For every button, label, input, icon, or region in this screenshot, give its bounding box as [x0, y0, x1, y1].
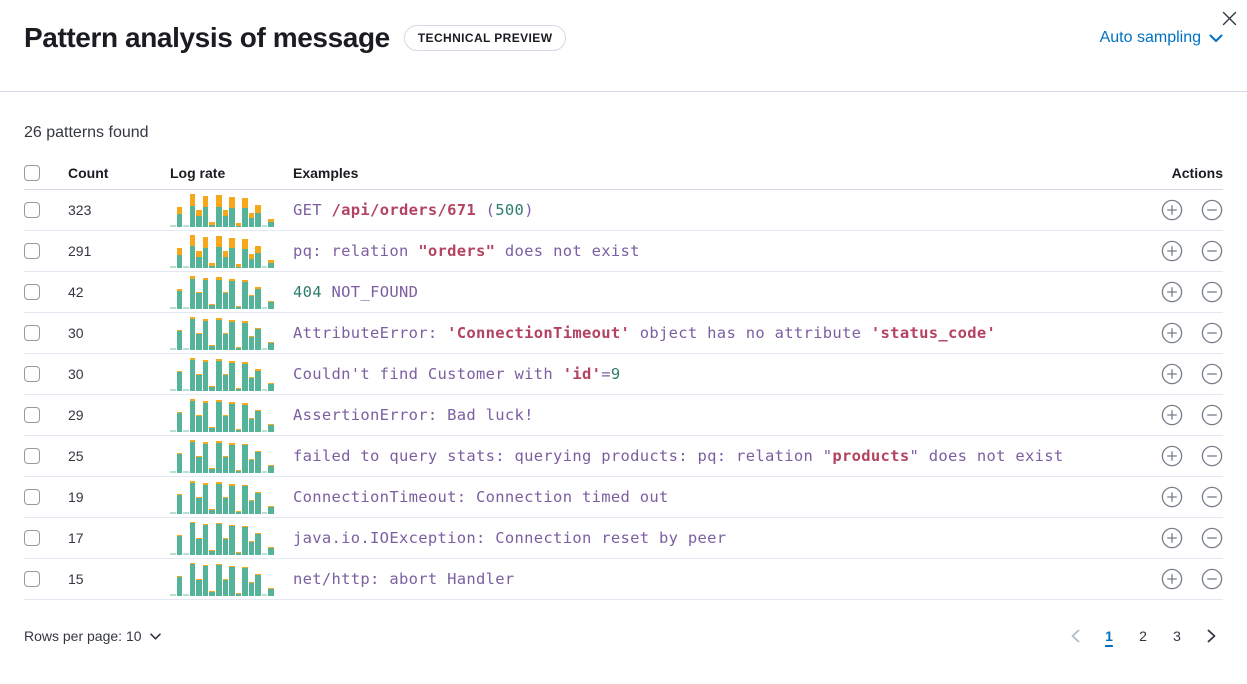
column-header-examples: Examples [293, 164, 359, 181]
filter-out-minus-icon[interactable] [1201, 281, 1223, 303]
row-checkbox[interactable] [24, 571, 40, 587]
example-pattern-text: GET /api/orders/671 (500) [293, 201, 534, 219]
row-checkbox[interactable] [24, 243, 40, 259]
table-row: 42 404 NOT_FOUND [24, 272, 1223, 313]
count-value: 291 [68, 243, 92, 259]
filter-out-minus-icon[interactable] [1201, 199, 1223, 221]
filter-in-plus-icon[interactable] [1161, 199, 1183, 221]
chevron-down-icon [1209, 34, 1223, 42]
log-rate-sparkline [170, 275, 274, 309]
row-checkbox[interactable] [24, 366, 40, 382]
flyout-header: Pattern analysis of message TECHNICAL PR… [0, 0, 1247, 54]
page-number-1[interactable]: 1 [1097, 624, 1121, 648]
count-value: 323 [68, 202, 92, 218]
filter-out-minus-icon[interactable] [1201, 486, 1223, 508]
count-value: 25 [68, 448, 84, 464]
log-rate-sparkline [170, 193, 274, 227]
header-divider [0, 91, 1247, 92]
sampling-dropdown[interactable]: Auto sampling [1100, 29, 1223, 47]
page-number-3[interactable]: 3 [1165, 624, 1189, 648]
row-checkbox[interactable] [24, 325, 40, 341]
column-header-count: Count [68, 164, 109, 181]
example-pattern-text: 404 NOT_FOUND [293, 283, 419, 301]
filter-in-plus-icon[interactable] [1161, 486, 1183, 508]
log-rate-sparkline [170, 357, 274, 391]
table-row: 17 java.io.IOException: Connection reset … [24, 518, 1223, 559]
patterns-table: Count Log rate Examples Actions 323 GET /… [24, 156, 1223, 600]
filter-in-plus-icon[interactable] [1161, 568, 1183, 590]
example-pattern-text: ConnectionTimeout: Connection timed out [293, 488, 669, 506]
content: 26 patterns found Count Log rate Example… [0, 124, 1247, 648]
next-page-icon[interactable] [1199, 624, 1223, 648]
count-value: 30 [68, 366, 84, 382]
filter-in-plus-icon[interactable] [1161, 281, 1183, 303]
sampling-label: Auto sampling [1099, 29, 1201, 46]
row-checkbox[interactable] [24, 489, 40, 505]
filter-out-minus-icon[interactable] [1201, 240, 1223, 262]
table-row: 323 GET /api/orders/671 (500) [24, 190, 1223, 231]
count-value: 17 [68, 530, 84, 546]
rows-per-page-button[interactable]: Rows per page: 10 [24, 628, 161, 644]
row-checkbox[interactable] [24, 284, 40, 300]
filter-in-plus-icon[interactable] [1161, 404, 1183, 426]
patterns-found-summary: 26 patterns found [24, 124, 149, 141]
log-rate-sparkline [170, 480, 274, 514]
log-rate-sparkline [170, 521, 274, 555]
table-body: 323 GET /api/orders/671 (500) 291 pq: relat… [24, 190, 1223, 600]
example-pattern-text: net/http: abort Handler [293, 570, 515, 588]
row-checkbox[interactable] [24, 448, 40, 464]
filter-out-minus-icon[interactable] [1201, 527, 1223, 549]
filter-in-plus-icon[interactable] [1161, 363, 1183, 385]
count-value: 30 [68, 325, 84, 341]
example-pattern-text: pq: relation "orders" does not exist [293, 242, 640, 260]
example-pattern-text: java.io.IOException: Connection reset by… [293, 529, 727, 547]
count-value: 15 [68, 571, 84, 587]
log-rate-sparkline [170, 562, 274, 596]
count-value: 29 [68, 407, 84, 423]
column-header-log-rate: Log rate [170, 164, 226, 181]
filter-out-minus-icon[interactable] [1201, 404, 1223, 426]
table-row: 15 net/http: abort Handler [24, 559, 1223, 600]
count-value: 19 [68, 489, 84, 505]
select-all-checkbox[interactable] [24, 164, 40, 181]
log-rate-sparkline [170, 439, 274, 473]
column-header-actions: Actions [1171, 164, 1223, 181]
filter-out-minus-icon[interactable] [1201, 322, 1223, 344]
log-rate-sparkline [170, 316, 274, 350]
count-value: 42 [68, 284, 84, 300]
table-row: 30 AttributeError: 'ConnectionTimeout' ob… [24, 313, 1223, 354]
example-pattern-text: Couldn't find Customer with 'id'=9 [293, 365, 621, 383]
close-icon[interactable] [1217, 6, 1241, 30]
log-rate-sparkline [170, 398, 274, 432]
example-pattern-text: AssertionError: Bad luck! [293, 406, 534, 424]
example-pattern-text: AttributeError: 'ConnectionTimeout' obje… [293, 324, 997, 342]
chevron-down-icon [149, 632, 161, 640]
filter-out-minus-icon[interactable] [1201, 363, 1223, 385]
filter-in-plus-icon[interactable] [1161, 445, 1183, 467]
table-row: 29 AssertionError: Bad luck! [24, 395, 1223, 436]
rows-per-page-label: Rows per page: 10 [24, 628, 142, 644]
filter-out-minus-icon[interactable] [1201, 568, 1223, 590]
log-rate-sparkline [170, 234, 274, 268]
table-row: 30 Couldn't find Customer with 'id'=9 [24, 354, 1223, 395]
page-number-2[interactable]: 2 [1131, 624, 1155, 648]
table-row: 25 failed to query stats: querying produc… [24, 436, 1223, 477]
filter-in-plus-icon[interactable] [1161, 240, 1183, 262]
page-title: Pattern analysis of message [24, 22, 390, 53]
table-row: 291 pq: relation "orders" does not exist [24, 231, 1223, 272]
row-checkbox[interactable] [24, 530, 40, 546]
filter-in-plus-icon[interactable] [1161, 527, 1183, 549]
technical-preview-badge: TECHNICAL PREVIEW [403, 25, 567, 51]
table-header-row: Count Log rate Examples Actions [24, 156, 1223, 190]
filter-out-minus-icon[interactable] [1201, 445, 1223, 467]
row-checkbox[interactable] [24, 202, 40, 218]
table-row: 19 ConnectionTimeout: Connection timed ou… [24, 477, 1223, 518]
filter-in-plus-icon[interactable] [1161, 322, 1183, 344]
row-checkbox[interactable] [24, 407, 40, 423]
previous-page-icon[interactable] [1063, 624, 1087, 648]
example-pattern-text: failed to query stats: querying products… [293, 447, 1064, 465]
